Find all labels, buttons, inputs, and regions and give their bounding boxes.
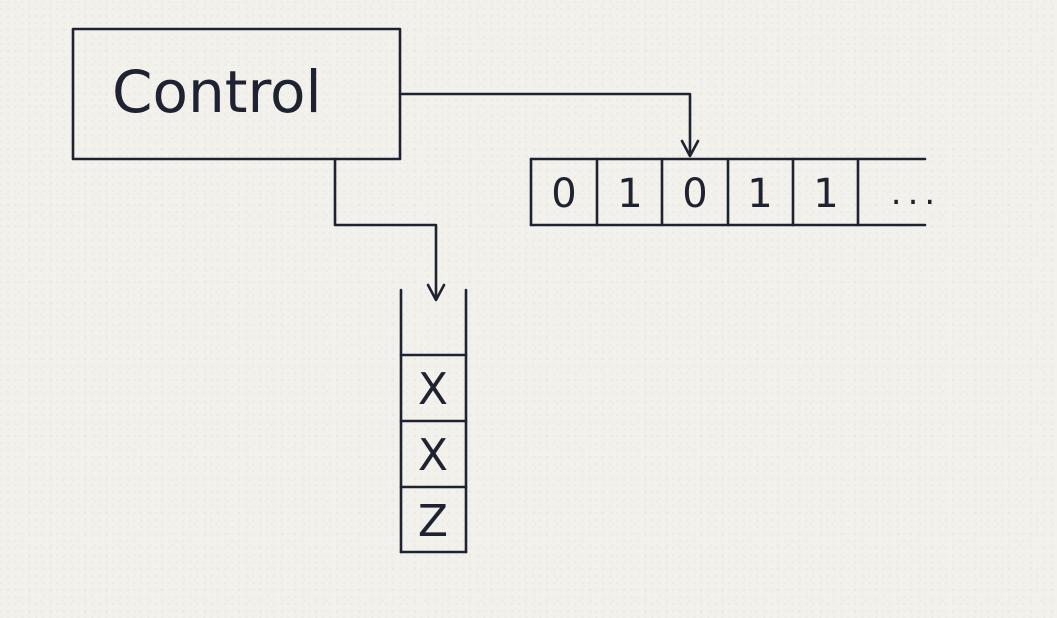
stack-arrow-icon [426,283,446,302]
stack-connector [333,157,446,302]
tape-cell-value: 0 [551,171,576,217]
stack-cell-value: X [418,364,448,415]
tape-head-connector [398,92,700,158]
tape-ellipsis: ... [891,173,941,213]
stack-cell-value: X [418,430,448,481]
tape-cell-value: 0 [682,171,707,217]
control-box: Control [71,27,402,161]
control-label: Control [112,58,322,126]
stack-line [333,157,438,298]
stack-cell-value: Z [418,496,448,547]
tape-head-arrow-icon [680,139,700,158]
tape-cell-value: 1 [747,171,772,217]
tape-cell-value: 1 [617,171,642,217]
input-tape: 0 1 0 1 1 ... [529,157,941,227]
tape-cell-value: 1 [813,171,838,217]
stack: X X Z [399,288,468,554]
tape-head-line [398,92,692,154]
